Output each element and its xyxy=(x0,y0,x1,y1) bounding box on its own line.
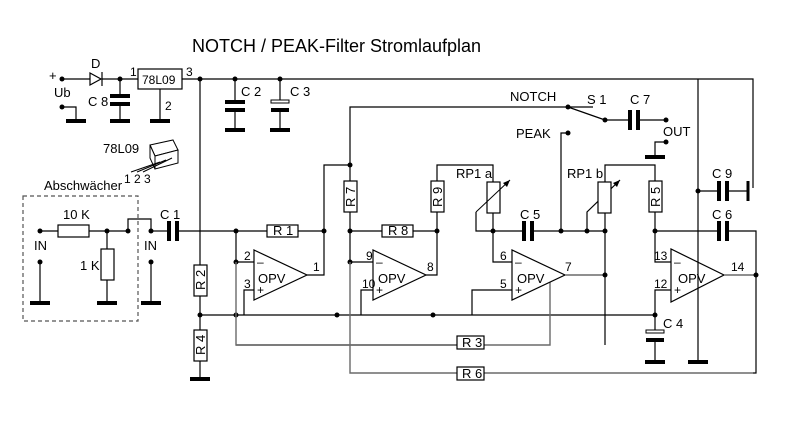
c1-label: C 1 xyxy=(160,207,180,222)
capacitor-c4 xyxy=(645,315,665,364)
c7-label: C 7 xyxy=(630,92,650,107)
peak-label: PEAK xyxy=(516,126,551,141)
notch-line xyxy=(349,106,593,165)
r5-label: R 5 xyxy=(648,187,663,207)
c9-label: C 9 xyxy=(712,166,732,181)
r8-label: R 8 xyxy=(388,223,408,238)
svg-text:–: – xyxy=(674,255,681,269)
opamp-1-pin-noninv: 3 xyxy=(244,277,251,291)
rp1a-label: RP1 a xyxy=(456,166,493,181)
output-terminal[interactable] xyxy=(663,117,669,123)
notch-label: NOTCH xyxy=(510,89,556,104)
opamp-3-pin-inv: 6 xyxy=(500,249,507,263)
regulator-package-drawing xyxy=(130,139,179,173)
out-label: OUT xyxy=(663,124,691,139)
regulator-pin-gnd: 2 xyxy=(165,99,172,113)
c5-label: C 5 xyxy=(520,207,540,222)
svg-text:+: + xyxy=(674,283,681,297)
supply-rail xyxy=(182,78,754,188)
resistor-r6 xyxy=(456,366,485,381)
opamp-3-pin-out: 7 xyxy=(565,260,572,274)
opamp-1-pin-inv: 2 xyxy=(244,249,251,263)
c4-label: C 4 xyxy=(663,316,683,331)
opamp-4-pin-noninv: 12 xyxy=(654,277,668,291)
opamp-4-label: OPV xyxy=(678,271,706,286)
in-right-label: IN xyxy=(144,238,157,253)
opamp-2-pin-inv: 9 xyxy=(366,249,373,263)
attenuator-section: Abschwächer 10 K 1 K IN xyxy=(22,178,152,322)
switch-label: S 1 xyxy=(587,92,607,107)
resistor-1k xyxy=(100,248,115,281)
resistor-10k xyxy=(57,224,90,238)
opamp-2-pin-noninv: 10 xyxy=(362,277,376,291)
opamp-1: – + OPV xyxy=(253,249,309,301)
package-pins: 1 2 3 xyxy=(124,172,151,186)
potentiometer-rp1a xyxy=(486,181,501,214)
opamp-1-label: OPV xyxy=(258,271,286,286)
r1-label: R 1 xyxy=(273,223,293,238)
svg-text:–: – xyxy=(257,255,264,269)
rp1b-label: RP1 b xyxy=(567,166,603,181)
c8-label: C 8 xyxy=(88,94,108,109)
resistor-r3 xyxy=(456,335,485,350)
opamp-2-pin-out: 8 xyxy=(427,260,434,274)
regulator-pin-out: 3 xyxy=(186,65,193,79)
opamp-3: – + OPV xyxy=(511,249,567,301)
diode-label: D xyxy=(91,56,100,71)
c6-label: C 6 xyxy=(712,207,732,222)
regulator-label: 78L09 xyxy=(142,73,176,87)
power-supply-section: + Ub D C 8 1 78L09 3 2 xyxy=(49,56,754,188)
opamp-3-pin-noninv: 5 xyxy=(500,277,507,291)
svg-text:–: – xyxy=(515,255,522,269)
c3-label: C 3 xyxy=(290,84,310,99)
opamp-2: – + OPV xyxy=(372,249,428,301)
c2-label: C 2 xyxy=(241,84,261,99)
resistor-10k-label: 10 K xyxy=(63,207,90,222)
diode-d xyxy=(89,71,103,87)
capacitor-c1 xyxy=(167,221,179,241)
r6-label: R 6 xyxy=(462,366,482,381)
schematic-title: NOTCH / PEAK-Filter Stromlaufplan xyxy=(192,36,481,56)
capacitor-c9 xyxy=(717,181,729,201)
r7-label: R 7 xyxy=(343,187,358,207)
svg-text:–: – xyxy=(376,255,383,269)
r9-label: R 9 xyxy=(430,187,445,207)
in-left-label: IN xyxy=(34,238,47,253)
capacitor-c7 xyxy=(628,110,640,130)
svg-text:+: + xyxy=(376,283,383,297)
attenuator-box xyxy=(22,195,139,322)
opamp-4-pin-out: 14 xyxy=(731,260,745,274)
regulator-pin-in: 1 xyxy=(130,65,137,79)
opamp-3-label: OPV xyxy=(517,271,545,286)
r4-label: R 4 xyxy=(193,335,208,355)
capacitor-c8 xyxy=(110,79,130,123)
capacitor-c6 xyxy=(717,221,729,241)
capacitor-c2 xyxy=(225,79,245,132)
svg-text:+: + xyxy=(257,283,264,297)
resistor-1k-label: 1 K xyxy=(80,258,100,273)
svg-text:+: + xyxy=(515,283,522,297)
capacitor-c3 xyxy=(270,79,290,132)
supply-label: Ub xyxy=(54,85,71,100)
r2-label: R 2 xyxy=(193,270,208,290)
package-label: 78L09 xyxy=(103,141,139,156)
r3-label: R 3 xyxy=(462,335,482,350)
capacitor-c5 xyxy=(522,221,534,241)
switch-s1[interactable] xyxy=(565,104,608,123)
attenuator-title: Abschwächer xyxy=(44,178,123,193)
opamp-4-pin-inv: 13 xyxy=(654,249,668,263)
opamp-1-pin-out: 1 xyxy=(313,260,320,274)
potentiometer-rp1b xyxy=(597,181,612,214)
opamp-2-label: OPV xyxy=(378,271,406,286)
plus-sign: + xyxy=(49,68,57,83)
